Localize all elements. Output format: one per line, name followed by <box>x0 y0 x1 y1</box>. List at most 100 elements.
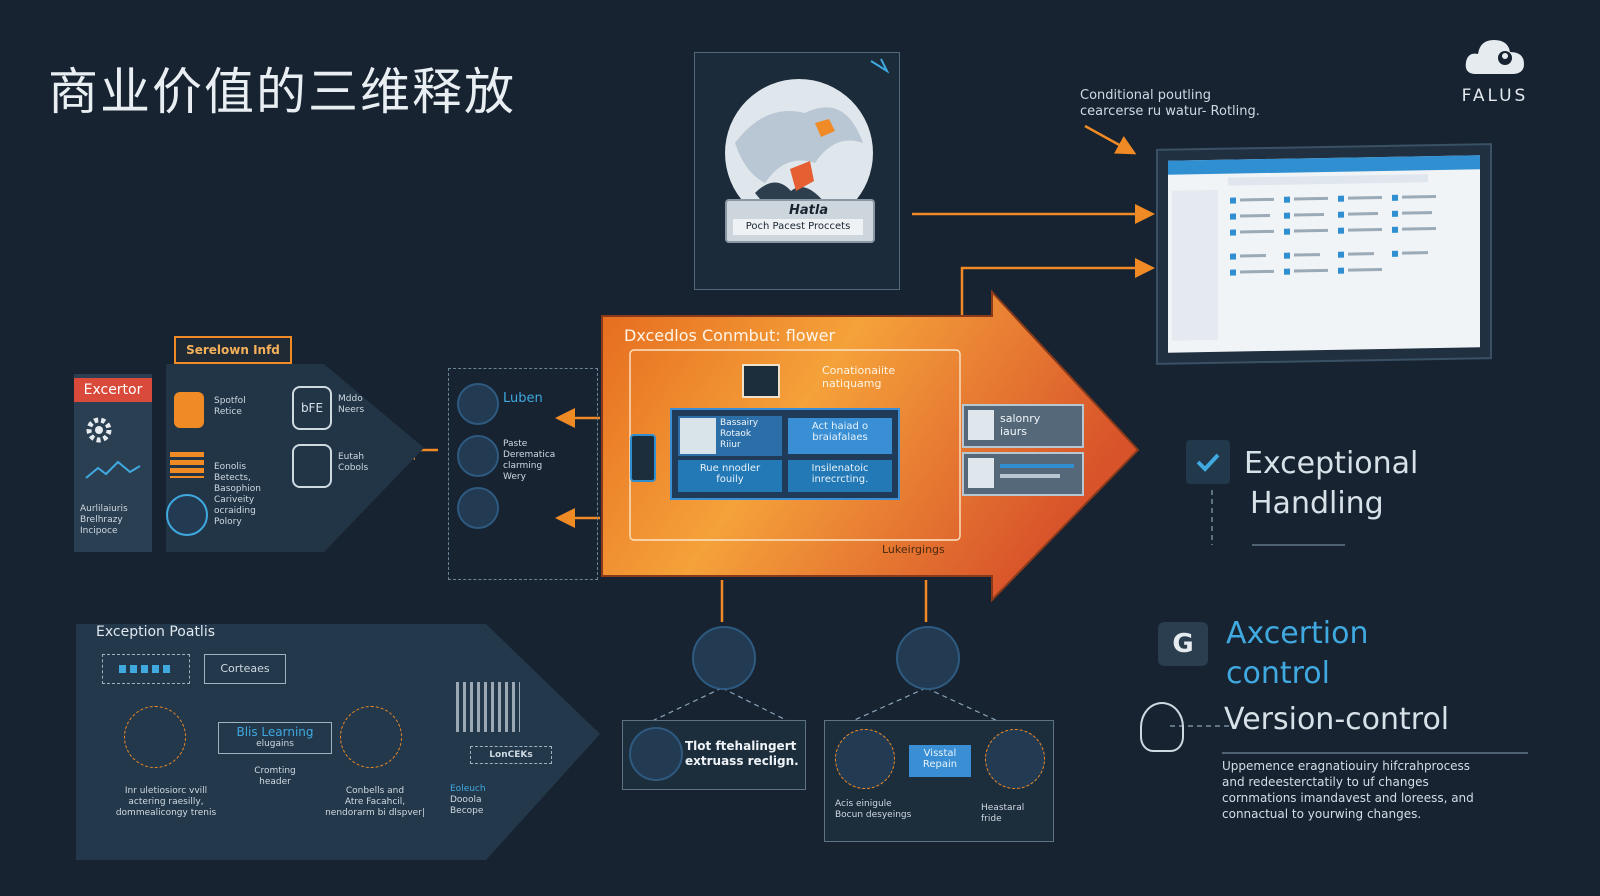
learning-title: Blis Learning <box>236 725 314 739</box>
brand-name: FALUS <box>1461 86 1529 106</box>
left-caption-line3: Incipoce <box>80 526 118 536</box>
central-note-line1: Conationaiite <box>822 364 896 377</box>
check-glyph <box>1196 453 1220 472</box>
app-window-preview <box>1156 143 1492 365</box>
left-item-1: Retice <box>214 407 242 417</box>
checkmark-icon <box>1186 440 1230 484</box>
exc-cap-2-0: Cromting <box>254 766 296 776</box>
app-window-grid <box>1230 194 1436 276</box>
chip-insil-line1: Insilenatoic <box>811 463 869 474</box>
side-blue-2: Becope <box>450 806 484 816</box>
chip-rue: Rue nnodler fouily <box>678 460 782 492</box>
bottom-box-caption-1: Acis einigule Bocun desyeings <box>835 799 911 821</box>
side-tag-thumb-1 <box>968 410 994 440</box>
exc-cap-3-1: Atre Facahcil, <box>344 797 406 807</box>
bb-cap2-0: Heastaral <box>981 803 1025 813</box>
arrow-bigarrow-to-window <box>960 258 1155 318</box>
exc-cap-1-0: Inr uletiosiorc vvill <box>124 786 208 796</box>
left-item-5: Cariveity <box>214 495 255 505</box>
bar-chart-icon <box>456 682 520 732</box>
left-block-red-tab: Excertor <box>74 378 152 402</box>
chip-image-block: Bassairy Rotaok Riiur <box>678 416 782 456</box>
cloud-icon <box>1465 40 1524 74</box>
left-block-item-2: Eonolis Betects, Basophion Cariveity ocr… <box>214 462 261 528</box>
exc-cap-3-0: Conbells and <box>345 786 405 796</box>
side-tag1-line2: iaurs <box>1000 425 1028 438</box>
exc-cap-3-2: nendorarm bi dlspver| <box>325 808 425 818</box>
worker-icon <box>985 729 1045 789</box>
exc-cap-2-1: header <box>259 777 291 787</box>
process-badge-caption: Poch Pacest Proccets <box>733 219 863 235</box>
g-logo-icon: G <box>1158 622 1208 666</box>
handshake-icon <box>692 626 756 690</box>
mid-text-3: Wery <box>503 472 526 482</box>
process-badge: Hatla Poch Pacest Proccets <box>725 199 875 243</box>
process-badge-title: Hatla <box>789 203 829 218</box>
mid-panel-text: Paste Derematica clarming Wery <box>503 439 555 483</box>
people-icon <box>124 706 186 768</box>
left-block-shape <box>74 364 424 552</box>
left-block-item-1: Spotfol Retice <box>214 396 246 418</box>
learning-sub: elugains <box>256 739 294 749</box>
central-arrow-bottom-label: Lukeirgings <box>882 543 945 556</box>
left-item-6: ocraiding <box>214 506 256 516</box>
lightbulb-icon <box>1140 702 1184 752</box>
visual-btn-line1: Visstal <box>923 748 957 759</box>
person-icon <box>742 364 780 398</box>
visual-btn-line2: Repain <box>922 759 958 770</box>
chip-thumbnail <box>680 418 716 454</box>
globe-circle-icon <box>457 487 499 529</box>
chip-rue-line1: Rue nnodler <box>699 463 761 474</box>
arrow-note-to-window <box>1084 124 1137 155</box>
left-item-4: Basophion <box>214 484 262 494</box>
chip-act: Act haiad o braiafalaes <box>788 418 892 454</box>
exception-caption-3: Conbells and Atre Facahcil, nendorarm bi… <box>310 786 440 819</box>
chip-act-line1: Act haiad o <box>811 421 869 432</box>
mid-panel-label: Luben <box>503 391 543 406</box>
learning-box: Blis Learning elugains <box>218 722 332 754</box>
visual-repair-button[interactable]: Visstal Repain <box>909 745 971 777</box>
side-blue-1: Dooola <box>450 795 482 805</box>
left-item-7: Polory <box>214 517 242 527</box>
exception-block-title: Exception Poatlis <box>96 624 215 640</box>
bb-left-1: extruass reclign. <box>685 754 799 768</box>
central-note-line2: natiquamg <box>822 377 882 390</box>
exception-caption-1: Inr uletiosiorc vvill actering raesilly,… <box>106 786 226 819</box>
app-window-sidebar <box>1172 189 1218 341</box>
gear-icon <box>85 417 141 479</box>
left-item-3: Betects, <box>214 473 251 483</box>
side-blue-0: Eoleuch <box>450 784 486 794</box>
left-block-header-tag: Serelown Infd <box>174 336 292 364</box>
hex-badge-icon: bFE <box>292 386 332 430</box>
exceptional-line2: Handling <box>1250 486 1384 521</box>
chip-text-3: Riiur <box>720 440 741 450</box>
left-right-item-3: Cobols <box>338 463 369 473</box>
exc-cap-1-1: actering raesilly, <box>128 797 204 807</box>
side-tag-card-2 <box>962 452 1084 496</box>
left-right-item-2: Eutah <box>338 452 365 462</box>
brand-logo: FALUS <box>1450 34 1540 106</box>
bb-cap1-0: Acis einigule <box>835 799 892 809</box>
left-right-item-0: Mddo <box>338 394 363 404</box>
checklist-icon <box>629 727 683 781</box>
globe-illustration <box>725 58 890 227</box>
building-icon <box>292 444 332 488</box>
left-block-caption: Aurlilaiuris Brelhrazy Incipoce <box>80 504 128 537</box>
process-card: Hatla Poch Pacest Proccets <box>694 52 900 290</box>
person-circle-icon <box>457 383 499 425</box>
app-window-screen <box>1168 155 1480 353</box>
left-item-2: Eonolis <box>214 462 247 472</box>
left-block-right-1: Mddo Neers <box>338 394 364 416</box>
chip-insil-line2: inrecrcting. <box>811 474 869 485</box>
version-paragraph-line3: cornmations imandavest and loreess, and <box>1222 791 1474 805</box>
dots-box <box>102 654 190 684</box>
device-icon <box>630 434 656 482</box>
exception-side-blue: Eoleuch Dooola Becope <box>450 784 486 817</box>
bb-cap2-1: fride <box>981 814 1002 824</box>
axcertion-line2: control <box>1226 656 1330 691</box>
page-title: 商业价值的三维释放 <box>48 63 516 121</box>
side-tag-card-1: salonry iaurs <box>962 404 1084 448</box>
version-control-label: Version-control <box>1224 702 1450 737</box>
version-paragraph-line4: connactual to yourwing changes. <box>1222 807 1422 821</box>
bottom-box-left-text: Tlot ftehalingert extruass reclign. <box>685 739 799 769</box>
